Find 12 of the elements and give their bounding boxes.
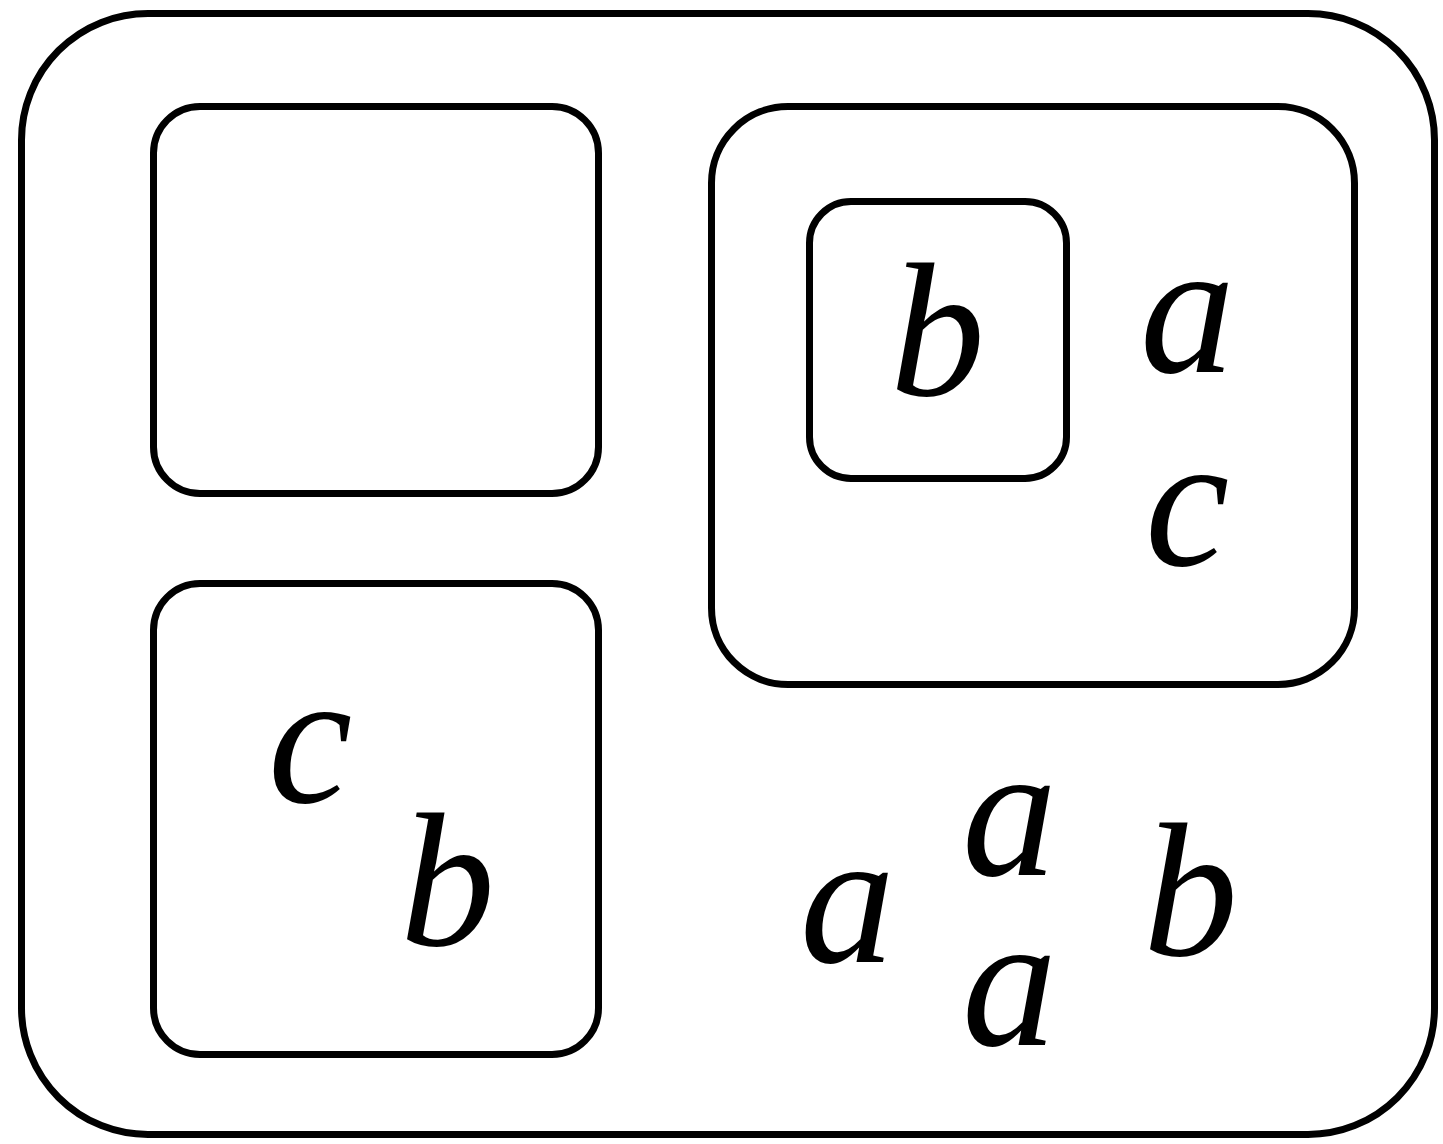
set-element-label: b (400, 785, 495, 976)
set-element-label: c (268, 642, 353, 833)
set-box (150, 580, 602, 1058)
set-element-label: a (800, 802, 895, 993)
set-box (806, 198, 1070, 482)
set-element-label: b (890, 235, 985, 426)
set-box (150, 103, 602, 497)
outer-set-box (18, 10, 1438, 1138)
set-element-label: a (1140, 212, 1235, 403)
set-element-label: b (1143, 795, 1238, 986)
set-element-label: c (1145, 405, 1230, 596)
set-box (708, 103, 1358, 688)
